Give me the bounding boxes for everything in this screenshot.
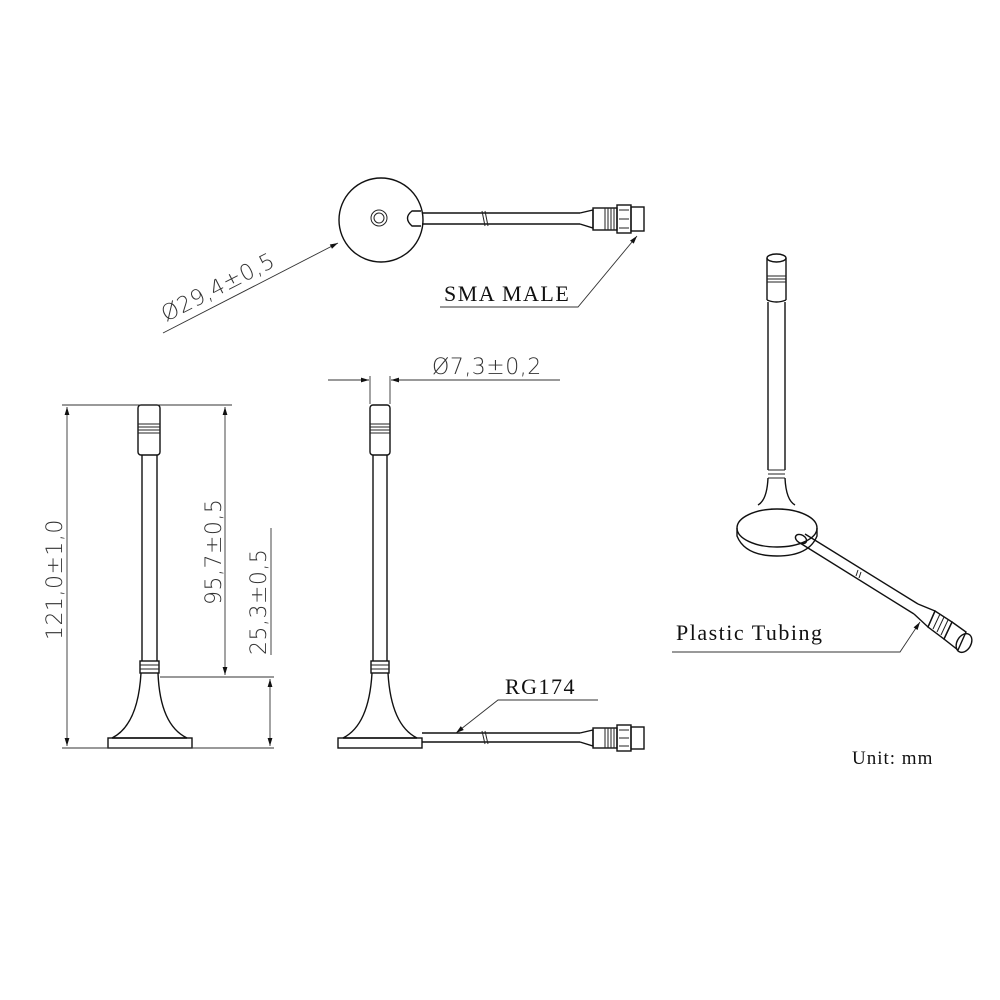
cable-notch: [406, 210, 421, 227]
whip-mount-inner: [373, 212, 385, 224]
sma-leader-line: [440, 235, 638, 308]
sma-connector-iso: [913, 603, 973, 654]
sma-connector: [579, 204, 645, 234]
whip-mount-outer: [370, 209, 388, 227]
diameter-dimension-line: [162, 242, 339, 334]
cable-iso: [794, 533, 919, 615]
whip-height-label: 95,7±0,5: [202, 499, 227, 605]
antenna-front: [107, 404, 193, 749]
base-height-label: 25,3±0,5: [247, 549, 272, 655]
tubing-leader-line: [672, 621, 921, 653]
top-view: SMA MALE Ø29,4±0,5: [157, 177, 645, 334]
magnetic-base-outline: [338, 177, 424, 263]
base-diameter-label: Ø29,4±0,5: [157, 249, 279, 328]
antenna-side: [337, 404, 423, 749]
side-view: Ø7,3±0,2 RG174: [328, 355, 645, 752]
rg174-label: RG174: [505, 674, 576, 699]
unit-label: Unit: mm: [852, 748, 933, 769]
antenna-iso: [736, 253, 818, 557]
sma-connector-side: [579, 724, 645, 752]
cable-side: [422, 730, 580, 745]
cable: [422, 210, 580, 227]
rg174-leader-line: [455, 699, 598, 734]
plastic-tubing-label: Plastic Tubing: [676, 620, 824, 645]
whip-diameter-label: Ø7,3±0,2: [432, 355, 542, 380]
total-height-label: 121,0±1,0: [43, 519, 68, 640]
front-view: 121,0±1,0 95,7±0,5 25,3±0,5: [43, 404, 274, 749]
iso-view: Plastic Tubing: [672, 253, 973, 654]
sma-male-label: SMA MALE: [444, 281, 570, 306]
